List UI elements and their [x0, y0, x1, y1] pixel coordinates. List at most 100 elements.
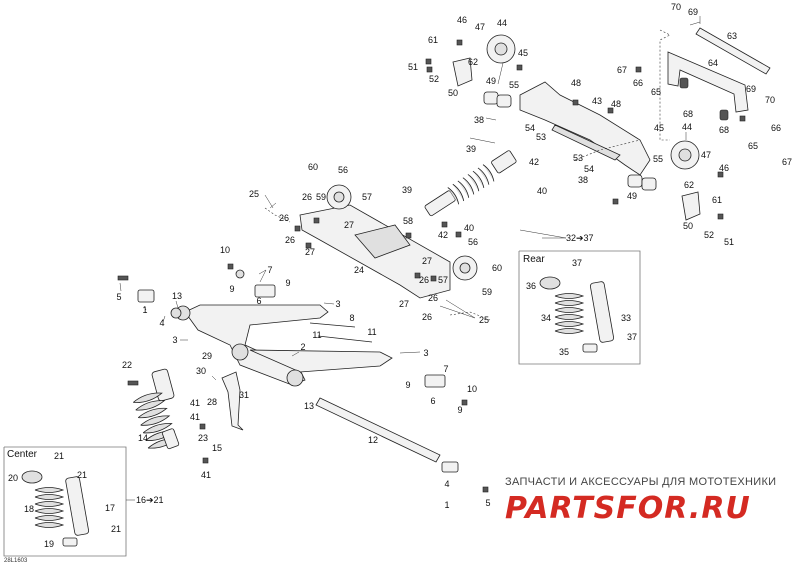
callout-27: 27: [422, 256, 432, 266]
callout-54: 54: [584, 164, 594, 174]
shaft-12: [315, 397, 441, 463]
watermark-tagline: ЗАПЧАСТИ И АКСЕССУАРЫ ДЛЯ МОТОТЕХНИКИ: [505, 476, 776, 488]
callout-68: 68: [683, 109, 693, 119]
callout-53: 53: [573, 153, 583, 163]
callout-21: 21: [54, 451, 64, 461]
callout-57: 57: [438, 275, 448, 285]
callout-26: 26: [422, 312, 432, 322]
callout-47: 47: [475, 22, 485, 32]
callout-67: 67: [782, 157, 792, 167]
callout-40: 40: [537, 186, 547, 196]
watermark: ЗАПЧАСТИ И АКСЕССУАРЫ ДЛЯ МОТОТЕХНИКИ PA…: [505, 476, 776, 526]
callout-62: 62: [684, 180, 694, 190]
callout-45: 45: [654, 123, 664, 133]
callout-9: 9: [405, 380, 410, 390]
callout-60: 60: [308, 162, 318, 172]
callout-5: 5: [116, 292, 121, 302]
callout-50: 50: [448, 88, 458, 98]
inset-center: Center 16➔21: [3, 446, 164, 557]
callout-4: 4: [159, 318, 164, 328]
callout-3: 3: [172, 335, 177, 345]
callout-50: 50: [683, 221, 693, 231]
front-arm: [184, 304, 329, 386]
callout-49: 49: [627, 191, 637, 201]
callout-60: 60: [492, 263, 502, 273]
callout-10: 10: [220, 245, 230, 255]
callout-41: 41: [190, 398, 200, 408]
rear-shock: [424, 150, 517, 217]
rod-63: [695, 27, 771, 75]
callout-39: 39: [402, 185, 412, 195]
callout-48: 48: [571, 78, 581, 88]
callout-52: 52: [429, 74, 439, 84]
callout-63: 63: [727, 31, 737, 41]
callout-3: 3: [335, 299, 340, 309]
callout-41: 41: [190, 412, 200, 422]
callout-4: 4: [444, 479, 449, 489]
callout-69: 69: [746, 84, 756, 94]
callout-7: 7: [443, 364, 448, 374]
callout-45: 45: [518, 48, 528, 58]
callout-27: 27: [344, 220, 354, 230]
callout-68: 68: [719, 125, 729, 135]
callout-9: 9: [285, 278, 290, 288]
callout-1: 1: [142, 305, 147, 315]
callout-labels: 1 1 2 3 3 3 4 4 5 5 6 6 7 7 8 9 9 9 9 10…: [8, 2, 792, 549]
callout-56: 56: [338, 165, 348, 175]
callout-66: 66: [771, 123, 781, 133]
callout-9: 9: [457, 405, 462, 415]
stopper-64: [667, 51, 749, 113]
callout-65: 65: [651, 87, 661, 97]
callout-51: 51: [408, 62, 418, 72]
callout-38: 38: [474, 115, 484, 125]
inset-center-title: Center: [7, 449, 38, 460]
callout-24: 24: [354, 265, 364, 275]
callout-61: 61: [712, 195, 722, 205]
callout-59: 59: [316, 192, 326, 202]
callout-56: 56: [468, 237, 478, 247]
callout-58: 58: [403, 216, 413, 226]
callout-10: 10: [467, 384, 477, 394]
callout-44: 44: [682, 122, 692, 132]
callout-26: 26: [419, 275, 429, 285]
callout-51: 51: [724, 237, 734, 247]
callout-33: 33: [621, 313, 631, 323]
callout-69: 69: [688, 7, 698, 17]
callout-30: 30: [196, 366, 206, 376]
callout-42: 42: [438, 230, 448, 240]
callout-40: 40: [464, 223, 474, 233]
callout-11: 11: [367, 327, 376, 337]
callout-13: 13: [304, 401, 314, 411]
callout-21: 21: [111, 524, 121, 534]
callout-67: 67: [617, 65, 627, 75]
callout-8: 8: [349, 313, 354, 323]
callout-26: 26: [285, 235, 295, 245]
callout-54: 54: [525, 123, 535, 133]
callout-34: 34: [541, 313, 551, 323]
callout-59: 59: [482, 287, 492, 297]
callout-52: 52: [704, 230, 714, 240]
callout-42: 42: [529, 157, 539, 167]
callout-15: 15: [212, 443, 222, 453]
callout-28: 28: [207, 397, 217, 407]
callout-19: 19: [44, 539, 54, 549]
callout-6: 6: [430, 396, 435, 406]
callout-39: 39: [466, 144, 476, 154]
leader-lines: [119, 16, 701, 381]
inset-rear: Rear 32➔37: [518, 229, 641, 365]
callout-20: 20: [8, 473, 18, 483]
callout-11: 11: [312, 330, 321, 340]
callout-23: 23: [198, 433, 208, 443]
callout-26: 26: [302, 192, 312, 202]
callout-48: 48: [611, 99, 621, 109]
drawing-code: 28L1603: [4, 558, 28, 564]
callout-55: 55: [509, 80, 519, 90]
callout-70: 70: [671, 2, 681, 12]
callout-12: 12: [368, 435, 378, 445]
callout-64: 64: [708, 58, 718, 68]
callout-57: 57: [362, 192, 372, 202]
rear-arm: [519, 81, 651, 176]
callout-38: 38: [578, 175, 588, 185]
callout-9: 9: [229, 284, 234, 294]
